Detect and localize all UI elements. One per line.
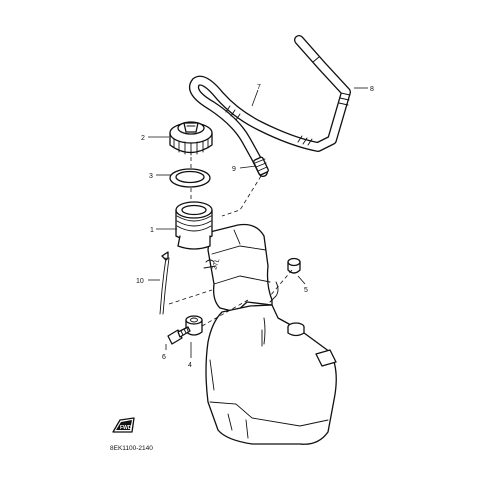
plug xyxy=(287,257,301,274)
callout-label-2: 2 xyxy=(141,135,145,142)
callout-8: 8 xyxy=(354,86,374,93)
callout-label-6: 6 xyxy=(162,354,166,361)
band xyxy=(159,251,170,315)
callout-5: 5 xyxy=(297,275,308,294)
tank-cap xyxy=(169,121,213,156)
callout-label-10: 10 xyxy=(136,278,144,285)
callout-9: 9 xyxy=(232,165,257,173)
tank-mark: 2TL xyxy=(211,257,221,270)
callout-label-7: 7 xyxy=(257,84,261,91)
callout-label-1: 1 xyxy=(150,227,154,234)
callout-6: 6 xyxy=(162,344,167,361)
gasket xyxy=(169,168,211,188)
callout-label-4: 4 xyxy=(188,362,192,369)
callout-10: 10 xyxy=(136,278,160,285)
callout-label-5: 5 xyxy=(304,287,308,294)
callout-3: 3 xyxy=(149,173,171,180)
callout-label-3: 3 xyxy=(149,173,153,180)
callout-label-8: 8 xyxy=(370,86,374,93)
joint xyxy=(253,156,269,176)
bolt xyxy=(167,326,191,345)
callout-label-9: 9 xyxy=(232,166,236,173)
callout-2: 2 xyxy=(141,135,169,142)
callout-7: 7 xyxy=(251,84,261,107)
callout-1: 1 xyxy=(150,227,177,234)
fwd-arrow-icon: FWD xyxy=(112,417,135,433)
diagram-code: 8EK1100-2140 xyxy=(110,445,153,452)
hose-assembly xyxy=(189,35,351,177)
callout-4: 4 xyxy=(188,342,192,369)
oil-tank: 2TL xyxy=(203,223,337,445)
fwd-label: FWD xyxy=(120,425,132,431)
filler-neck xyxy=(175,201,213,250)
